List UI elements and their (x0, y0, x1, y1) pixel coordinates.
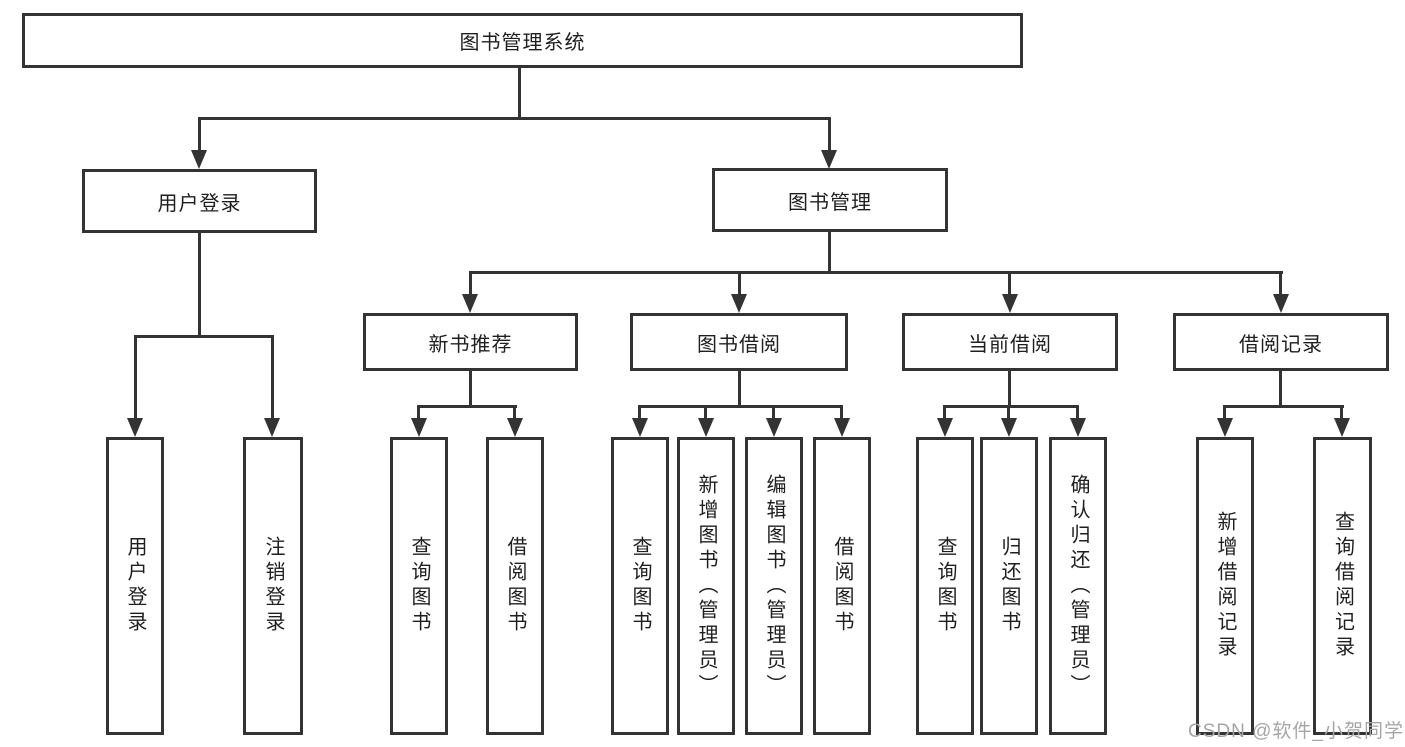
connector-drop (417, 405, 420, 421)
connector-book-borrow-horizontal (638, 405, 843, 408)
leaf-borrow-edit-label: 编辑图书（管理员） (763, 473, 785, 699)
connector-drop-leaf-logout (271, 335, 274, 419)
leaf-borrow-query: 查询图书 (611, 437, 669, 735)
connector-borrow-record-horizontal (1224, 405, 1344, 408)
connector-root-horizontal (198, 117, 831, 120)
arrow-leaf (507, 418, 523, 437)
connector-drop-book-borrow (738, 271, 741, 296)
node-borrow-record-label: 借阅记录 (1239, 333, 1323, 356)
arrow-leaf (834, 418, 850, 437)
connector-drop-current-borrow (1008, 271, 1011, 296)
leaf-current-query: 查询图书 (916, 437, 974, 735)
arrow-leaf (411, 418, 427, 437)
connector-drop (1007, 405, 1010, 421)
leaf-borrow-add-label: 新增图书（管理员） (695, 473, 717, 699)
arrow-leaf (698, 418, 714, 437)
leaf-logout-label: 注销登录 (262, 536, 284, 636)
leaf-newbook-query-label: 查询图书 (408, 536, 430, 636)
arrow-borrow-record (1273, 294, 1289, 313)
connector-drop (704, 405, 707, 421)
arrow-leaf (1070, 418, 1086, 437)
arrow-book-borrow (731, 294, 747, 313)
arrow-leaf (1217, 418, 1233, 437)
arrow-leaf-user-login (127, 418, 143, 437)
node-book-mgmt-label: 图书管理 (788, 191, 872, 214)
connector-book-mgmt-horizontal (469, 271, 1283, 274)
leaf-current-confirm-label: 确认归还（管理员） (1067, 473, 1089, 699)
connector-book-mgmt-stub (828, 232, 831, 274)
connector-current-borrow-stub (1008, 371, 1011, 408)
connector-current-borrow-horizontal (944, 405, 1079, 408)
connector-drop-borrow-record (1279, 271, 1282, 296)
leaf-record-query-label: 查询借阅记录 (1331, 511, 1354, 661)
leaf-current-return-label: 归还图书 (998, 536, 1020, 636)
leaf-newbook-borrow-label: 借阅图书 (504, 536, 526, 636)
node-user-login-label: 用户登录 (157, 192, 242, 215)
leaf-newbook-borrow: 借阅图书 (486, 437, 544, 735)
connector-new-book-stub (469, 371, 472, 408)
leaf-borrow-book: 借阅图书 (813, 437, 871, 735)
connector-new-book-horizontal (418, 405, 517, 408)
leaf-record-add: 新增借阅记录 (1196, 437, 1254, 735)
node-borrow-record: 借阅记录 (1173, 313, 1389, 371)
leaf-user-login: 用户登录 (106, 437, 164, 735)
node-new-book-rec-label: 新书推荐 (428, 333, 513, 356)
connector-drop-leaf-user-login (134, 335, 137, 419)
leaf-record-add-label: 新增借阅记录 (1214, 511, 1236, 661)
leaf-borrow-add: 新增图书（管理员） (677, 437, 735, 735)
leaf-newbook-query: 查询图书 (390, 437, 448, 735)
connector-drop-new-book (469, 271, 472, 296)
arrow-leaf (632, 418, 648, 437)
node-book-borrow: 图书借阅 (630, 313, 848, 371)
leaf-record-query: 查询借阅记录 (1313, 437, 1372, 735)
connector-user-login-horizontal (134, 335, 274, 338)
node-library-system-label: 图书管理系统 (459, 32, 586, 54)
connector-drop-book-mgmt (828, 117, 831, 151)
node-book-borrow-label: 图书借阅 (697, 333, 781, 356)
connector-drop (513, 405, 516, 421)
leaf-borrow-book-label: 借阅图书 (831, 536, 853, 636)
leaf-borrow-edit: 编辑图书（管理员） (745, 437, 803, 735)
leaf-current-confirm: 确认归还（管理员） (1049, 437, 1107, 735)
csdn-watermark: CSDN @软件_小贺同学 (1188, 721, 1404, 742)
node-library-system: 图书管理系统 (22, 13, 1023, 68)
arrow-leaf (1334, 418, 1350, 437)
connector-drop (1076, 405, 1079, 421)
node-current-borrow-label: 当前借阅 (968, 333, 1052, 356)
leaf-current-query-label: 查询图书 (934, 536, 956, 636)
node-new-book-rec: 新书推荐 (363, 313, 578, 371)
connector-drop (1340, 405, 1343, 421)
arrow-leaf (766, 418, 782, 437)
connector-drop (1223, 405, 1226, 421)
arrow-new-book (462, 294, 478, 313)
connector-drop (840, 405, 843, 421)
connector-drop (943, 405, 946, 421)
connector-book-borrow-stub (738, 371, 741, 408)
arrow-leaf-logout (264, 418, 280, 437)
arrow-leaf (1001, 418, 1017, 437)
leaf-user-login-label: 用户登录 (124, 536, 146, 636)
connector-root-stub (518, 68, 521, 118)
connector-user-login-stub (198, 233, 201, 336)
arrow-leaf (937, 418, 953, 437)
leaf-logout: 注销登录 (243, 437, 303, 735)
node-current-borrow: 当前借阅 (902, 313, 1118, 371)
leaf-borrow-query-label: 查询图书 (629, 536, 651, 636)
connector-drop (638, 405, 641, 421)
node-book-mgmt: 图书管理 (712, 168, 948, 232)
leaf-current-return: 归还图书 (980, 437, 1038, 735)
connector-drop (772, 405, 775, 421)
arrow-book-mgmt (821, 150, 837, 169)
connector-borrow-record-stub (1279, 371, 1282, 408)
node-user-login: 用户登录 (82, 169, 317, 233)
connector-drop-user-login (198, 117, 201, 151)
arrow-current-borrow (1002, 294, 1018, 313)
arrow-user-login (191, 150, 207, 169)
